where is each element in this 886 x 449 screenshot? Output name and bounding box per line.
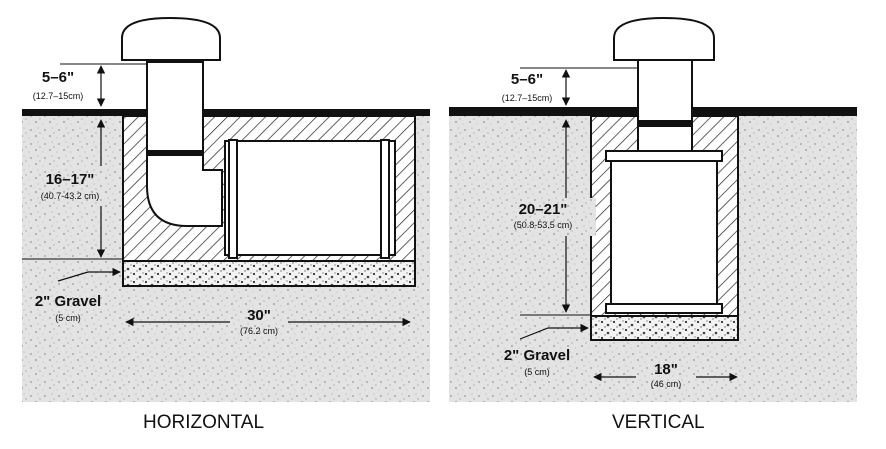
- horizontal-ground-line: [22, 109, 430, 116]
- horizontal-vent-cap: [121, 16, 221, 61]
- horizontal-riser-elbow: [146, 61, 223, 227]
- vertical-vent-cap: [613, 16, 715, 61]
- horizontal-width-sublabel: (76.2 cm): [240, 326, 278, 336]
- horizontal-canister: [224, 140, 396, 256]
- vertical-riser-pipe: [637, 59, 693, 152]
- horizontal-gravel-sublabel: (5 cm): [55, 313, 81, 323]
- horizontal-above-ground-label: 5–6": [42, 69, 74, 86]
- vertical-diagram: 5–6" (12.7–15cm) 20–21" (50.8-53.5 cm) 2…: [449, 16, 857, 402]
- vertical-canister: [610, 159, 718, 309]
- vertical-depth-sublabel: (50.8-53.5 cm): [514, 220, 573, 230]
- horizontal-depth-label: 16–17": [46, 171, 95, 188]
- horizontal-gravel-pointer: [57, 267, 121, 282]
- vertical-riser-band: [638, 120, 692, 127]
- horizontal-gravel-label: 2" Gravel: [35, 293, 101, 310]
- vertical-canister-top-flange: [605, 150, 723, 162]
- vertical-gravel-label: 2" Gravel: [504, 347, 570, 364]
- vertical-gravel-bed: [590, 315, 739, 341]
- horizontal-depth-label-bg: [24, 166, 120, 206]
- vertical-above-ground-sublabel: (12.7–15cm): [502, 93, 553, 103]
- vertical-width-sublabel: (46 cm): [651, 379, 682, 389]
- vertical-gravel-sublabel: (5 cm): [524, 367, 550, 377]
- horizontal-canister-flange-left: [228, 139, 238, 259]
- horizontal-diagram: 5–6" (12.7–15cm) 16–17" (40.7-43.2 cm) 2…: [22, 16, 430, 402]
- vertical-width-label: 18": [654, 361, 678, 378]
- horizontal-depth-sublabel: (40.7-43.2 cm): [41, 191, 100, 201]
- horizontal-width-label-bg: [230, 304, 288, 344]
- horizontal-canister-flange-right: [380, 139, 390, 259]
- horizontal-width-label: 30": [247, 307, 271, 324]
- horizontal-gravel-bed: [122, 260, 416, 287]
- vertical-caption: VERTICAL: [612, 412, 705, 433]
- vertical-gravel-pointer: [519, 323, 589, 340]
- vertical-width-label-bg: [636, 361, 696, 391]
- vertical-canister-bottom-flange: [605, 303, 723, 314]
- horizontal-caption: HORIZONTAL: [143, 412, 265, 433]
- vertical-above-ground-label: 5–6": [511, 71, 543, 88]
- horizontal-riser-band: [147, 150, 203, 156]
- horizontal-above-ground-sublabel: (12.7–15cm): [33, 91, 84, 101]
- vertical-depth-label: 20–21": [519, 201, 568, 218]
- vertical-depth-label-bg: [496, 198, 596, 236]
